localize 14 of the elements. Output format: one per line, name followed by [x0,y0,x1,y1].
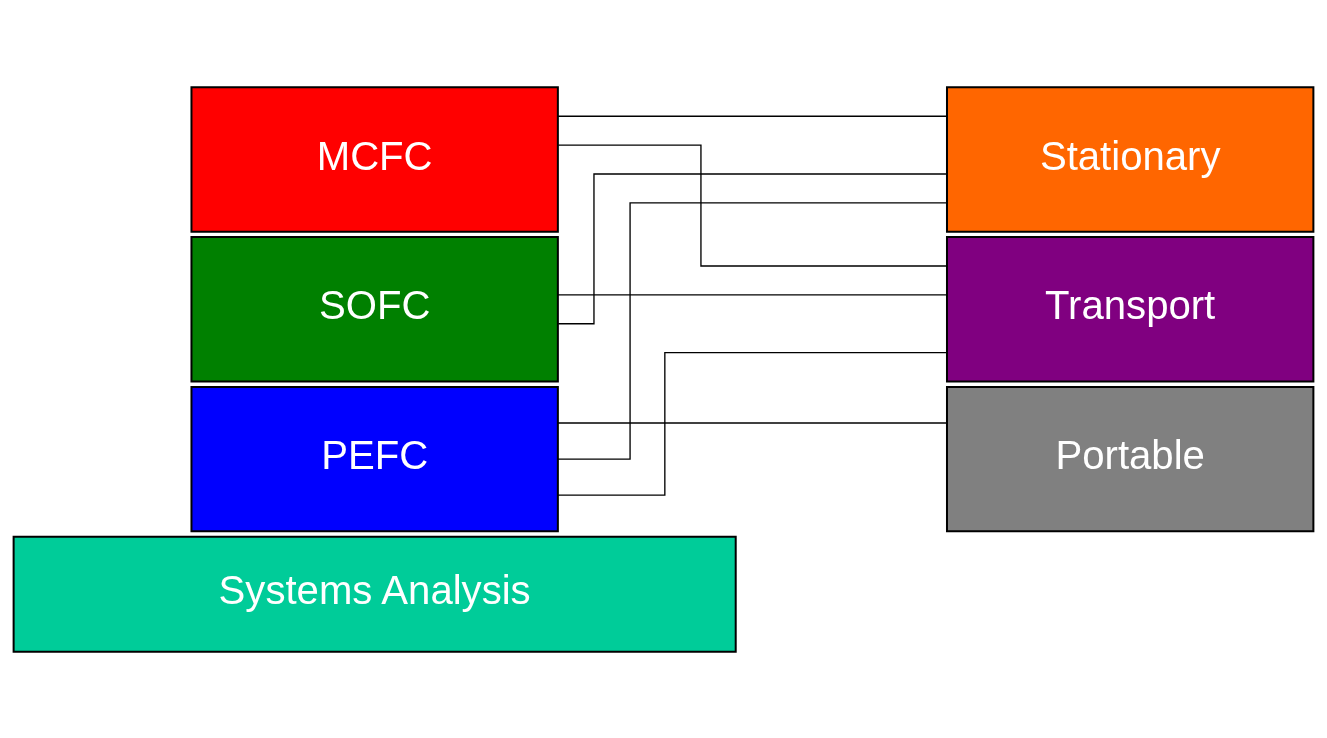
node-box: SOFC [190,235,559,383]
connector [557,351,948,496]
node-box: Systems Analysis [12,535,737,653]
connector [557,172,948,324]
connector [557,421,948,424]
connector [557,201,948,460]
node-box: PEFC [190,385,559,532]
connector [557,115,948,117]
node-box: MCFC [190,85,559,233]
connector [557,293,948,296]
node-box: Portable [946,385,1315,532]
node-box: Transport [946,235,1315,383]
node-box: Stationary [946,85,1315,233]
connector [557,143,948,267]
